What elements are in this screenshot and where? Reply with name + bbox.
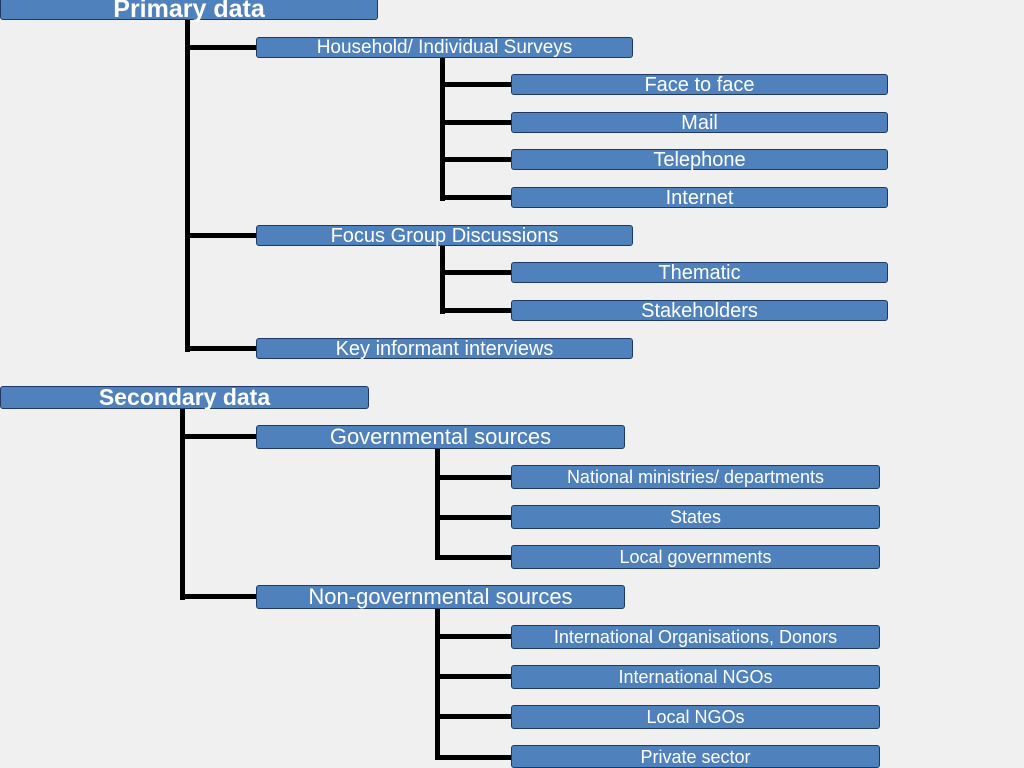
connector-international-orgs — [435, 634, 512, 639]
thematic-box: Thematic — [511, 262, 888, 283]
private-sector-label: Private sector — [640, 746, 751, 767]
local-governments-box: Local governments — [511, 545, 880, 569]
stakeholders-box: Stakeholders — [511, 300, 888, 321]
connector-private-sector — [435, 755, 512, 760]
connector-telephone — [440, 157, 512, 162]
primary-data-box: Primary data — [0, 0, 378, 23]
national-ministries-box: National ministries/ departments — [511, 465, 880, 489]
connector-face-to-face — [440, 82, 512, 87]
secondary-data-title: Secondary data — [98, 384, 271, 410]
states-box: States — [511, 505, 880, 529]
connector-national-ministries — [435, 475, 512, 480]
focus-group-box: Focus Group Discussions — [256, 225, 633, 246]
local-ngos-box: Local NGOs — [511, 705, 880, 729]
connector-internet — [440, 195, 512, 200]
private-sector-box: Private sector — [511, 745, 880, 768]
internet-box: Internet — [511, 187, 888, 208]
telephone-box: Telephone — [511, 149, 888, 170]
states-label: States — [669, 507, 722, 527]
international-orgs-label: International Organisations, Donors — [553, 627, 838, 647]
focus-group-label: Focus Group Discussions — [330, 224, 559, 247]
international-ngos-label: International NGOs — [618, 667, 773, 687]
thematic-label: Thematic — [658, 261, 741, 284]
connector-nongovernmental — [180, 594, 257, 599]
key-informant-label: Key informant interviews — [335, 337, 554, 360]
connector-governmental — [180, 434, 257, 439]
connector-states — [435, 515, 512, 520]
face-to-face-box: Face to face — [511, 74, 888, 95]
secondary-trunk-line — [180, 409, 185, 600]
nongovernmental-sources-box: Non-governmental sources — [256, 585, 625, 609]
focus-trunk-line — [440, 246, 445, 314]
household-surveys-label: Household/ Individual Surveys — [316, 37, 573, 58]
household-surveys-box: Household/ Individual Surveys — [256, 37, 633, 58]
key-informant-box: Key informant interviews — [256, 338, 633, 359]
local-ngos-label: Local NGOs — [646, 707, 745, 727]
connector-key-informant — [185, 346, 257, 351]
connector-focus — [185, 233, 257, 238]
secondary-data-box: Secondary data — [0, 386, 369, 409]
household-trunk-line — [440, 58, 445, 201]
stakeholders-label: Stakeholders — [641, 299, 758, 322]
connector-stakeholders — [440, 308, 512, 313]
international-ngos-box: International NGOs — [511, 665, 880, 689]
international-orgs-box: International Organisations, Donors — [511, 625, 880, 649]
connector-thematic — [440, 270, 512, 275]
primary-data-title: Primary data — [113, 0, 265, 23]
mail-label: Mail — [681, 111, 718, 134]
nongovernmental-sources-label: Non-governmental sources — [308, 584, 573, 609]
connector-household — [185, 45, 257, 50]
internet-label: Internet — [665, 186, 734, 209]
governmental-trunk-line — [435, 449, 440, 560]
telephone-label: Telephone — [653, 148, 746, 171]
connector-local-ngos — [435, 714, 512, 719]
local-governments-label: Local governments — [619, 547, 772, 567]
primary-trunk-line — [185, 18, 190, 352]
governmental-sources-box: Governmental sources — [256, 425, 625, 449]
national-ministries-label: National ministries/ departments — [566, 467, 825, 487]
nongovernmental-trunk-line — [435, 609, 440, 760]
mail-box: Mail — [511, 112, 888, 133]
connector-international-ngos — [435, 674, 512, 679]
connector-local-governments — [435, 555, 512, 560]
connector-mail — [440, 120, 512, 125]
face-to-face-label: Face to face — [644, 73, 755, 96]
governmental-sources-label: Governmental sources — [329, 424, 552, 449]
